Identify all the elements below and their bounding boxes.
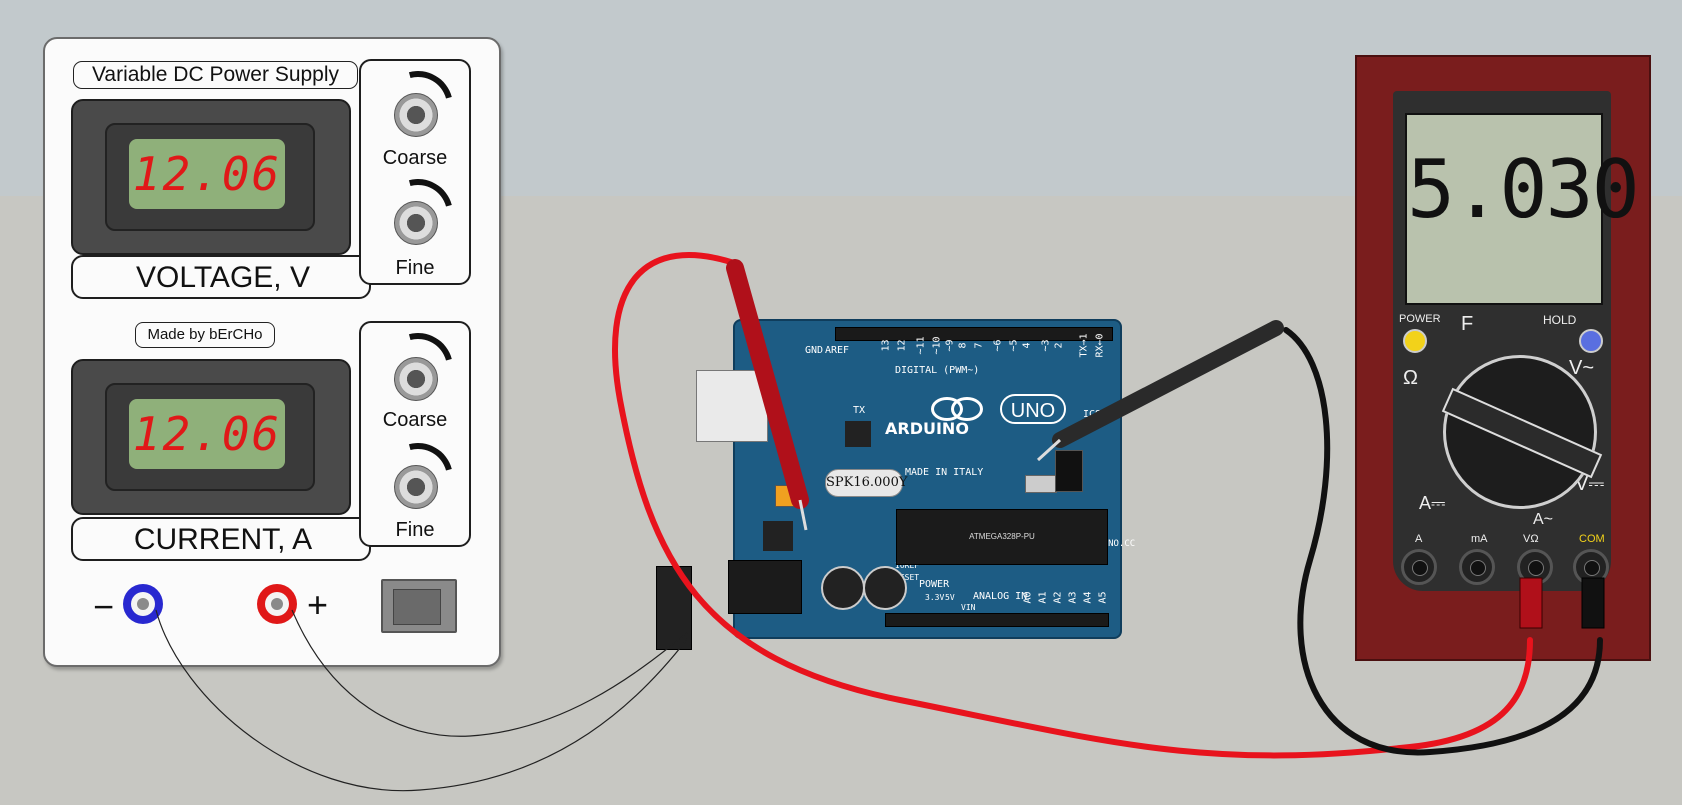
mm-power-button[interactable] [1403, 329, 1427, 353]
multimeter-display: 5.030 [1405, 113, 1640, 305]
current-coarse-knob[interactable] [394, 357, 438, 401]
red-probe-wire [612, 252, 1533, 759]
black-probe-wire [1283, 327, 1603, 756]
psu-positive-wire [291, 609, 689, 737]
reset-label: RESET [895, 573, 920, 582]
made-in-label: MADE IN ITALY [905, 467, 984, 478]
5v-label: 5V [945, 593, 955, 602]
black-probe[interactable] [1036, 320, 1284, 462]
digital-header[interactable] [835, 327, 1113, 341]
positive-terminal[interactable] [257, 584, 297, 624]
uno-badge: UNO [1000, 394, 1066, 424]
mm-hold-button[interactable] [1579, 329, 1603, 353]
port-a[interactable] [1401, 549, 1437, 585]
icsp-header[interactable] [1055, 450, 1083, 492]
aref-label: AREF [825, 345, 850, 356]
crystal: SPK16.000Y [825, 469, 907, 497]
red-probe[interactable] [726, 259, 809, 531]
port-ma[interactable] [1459, 549, 1495, 585]
power-label: POWER [919, 579, 950, 590]
dial-adc-label: A⎓ [1419, 493, 1446, 513]
voltage-label-box: VOLTAGE, V [71, 255, 371, 299]
dial-aac-label: A~ [1533, 511, 1554, 528]
range-selector-dial[interactable] [1441, 355, 1603, 509]
psu-negative-wire [155, 609, 689, 792]
voltage-regulator [763, 521, 793, 551]
port-a-label: A [1415, 533, 1423, 545]
maker-label: Made by bErCHo [135, 322, 275, 348]
current-fine-label: Fine [395, 519, 435, 541]
digital-label: DIGITAL (PWM~) [895, 365, 980, 376]
multimeter[interactable]: 5.030 POWER HOLD F Ω V~ V⎓ A⎓ A~ A mA VΩ… [1355, 55, 1651, 661]
capacitor-2 [863, 566, 907, 610]
voltage-coarse-knob[interactable] [394, 93, 438, 137]
dial-ohm-label: Ω [1403, 367, 1418, 389]
current-knob-panel: Coarse Fine [359, 320, 471, 547]
dial-vac-label: V~ [1569, 357, 1595, 379]
multimeter-face: 5.030 POWER HOLD F Ω V~ V⎓ A⎓ A~ A mA VΩ… [1393, 91, 1640, 591]
power-switch[interactable] [381, 579, 457, 633]
tx-label: TX [853, 405, 866, 416]
mm-power-label: POWER [1399, 313, 1441, 325]
power-supply-title: Variable DC Power Supply [73, 61, 358, 89]
voltage-coarse-label: Coarse [382, 147, 448, 169]
usb-chip [845, 421, 871, 447]
negative-terminal[interactable] [123, 584, 163, 624]
port-vohm-label: VΩ [1523, 533, 1539, 545]
analog-label: ANALOG IN [973, 591, 1028, 602]
negative-sign: − [93, 586, 115, 627]
port-ma-label: mA [1471, 533, 1488, 545]
dial-farad-label: F [1461, 313, 1474, 335]
vin-label: VIN [961, 603, 976, 612]
website-label: ARDUINO.CC [1081, 539, 1136, 549]
gnd-label: GND [805, 345, 824, 356]
mm-hold-label: HOLD [1543, 313, 1577, 327]
positive-sign: + [307, 584, 329, 625]
voltage-display-panel: 12.06 [71, 99, 351, 255]
power-supply[interactable]: Variable DC Power Supply 12.06 VOLTAGE, … [43, 37, 501, 667]
arduino-brand: ARDUINO [885, 419, 969, 438]
voltage-label: VOLTAGE, V [136, 261, 310, 294]
current-display: 12.06 [129, 399, 285, 469]
atmega-chip: ATMEGA328P-PU [896, 509, 1108, 565]
analog-power-header[interactable] [885, 613, 1109, 627]
current-coarse-label: Coarse [382, 409, 448, 431]
current-label-box: CURRENT, A [71, 517, 371, 561]
3v3-label: 3.3V [925, 593, 945, 602]
current-label: CURRENT, A [133, 523, 313, 556]
voltage-fine-knob[interactable] [394, 201, 438, 245]
current-display-panel: 12.06 [71, 359, 351, 515]
current-fine-knob[interactable] [394, 465, 438, 509]
voltage-fine-label: Fine [395, 257, 435, 279]
power-jack[interactable] [728, 560, 802, 614]
voltage-knob-panel: Coarse Fine [359, 58, 471, 285]
voltage-display: 12.06 [129, 139, 285, 209]
red-banana-plug[interactable] [1519, 577, 1543, 629]
ioref-label: IOREF [895, 561, 920, 570]
black-banana-plug[interactable] [1581, 577, 1605, 629]
dial-vdc-label: V⎓ [1575, 473, 1605, 495]
port-com-label: COM [1579, 533, 1605, 545]
infinity-logo-icon [951, 397, 983, 421]
